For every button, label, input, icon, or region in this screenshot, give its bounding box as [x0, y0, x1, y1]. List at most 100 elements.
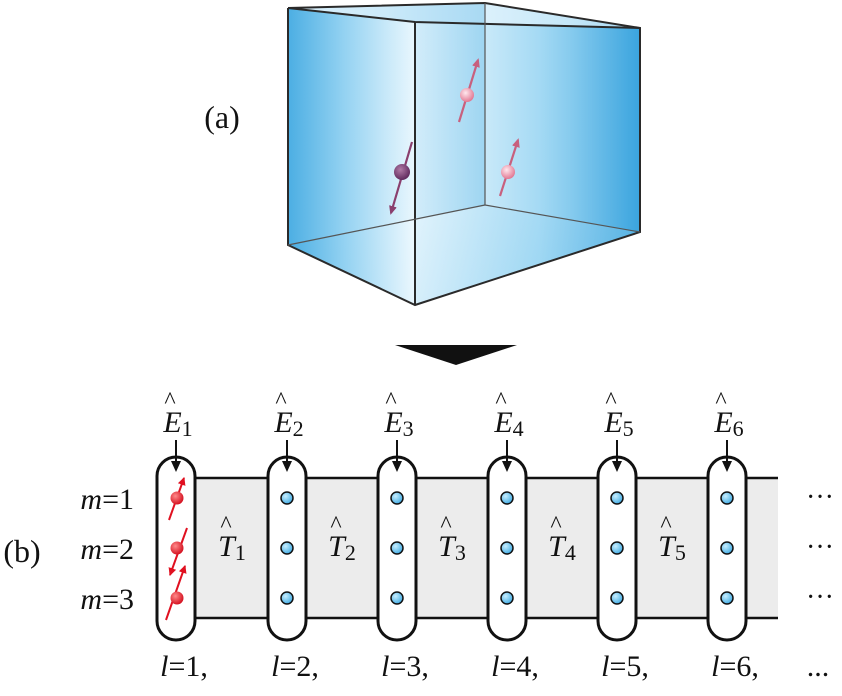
cube-top-face [288, 3, 640, 28]
operator-subscript: 1 [182, 416, 193, 441]
cube-left-face [288, 8, 415, 305]
down-arrow-icon [395, 345, 517, 365]
operator-subscript: 2 [293, 416, 304, 441]
hat-accent: ^ [550, 512, 561, 538]
operator-symbol: E [493, 406, 512, 439]
row-label: m=2 [80, 533, 134, 566]
lattice-site-2 [720, 541, 734, 555]
lattice-site-1 [720, 491, 734, 505]
spin-site-red-2 [170, 541, 184, 555]
site-column-1: E1^l=1, [155, 388, 208, 683]
lattice-site-3 [720, 591, 734, 605]
transfer-subscript: 1 [235, 540, 246, 565]
transfer-symbol: T [438, 530, 457, 563]
index-variable: l [160, 650, 168, 683]
hat-accent: ^ [715, 388, 726, 414]
lattice-site-3 [280, 591, 294, 605]
transfer-subscript: 5 [675, 540, 686, 565]
hat-accent: ^ [220, 512, 231, 538]
site-operator-label: E5 [603, 406, 633, 441]
hat-accent: ^ [385, 388, 396, 414]
spin-up-particle-lower [498, 138, 520, 197]
site-column-2: E2^l=2, [266, 388, 319, 683]
spin-up-particle-upper [457, 58, 480, 123]
lattice-site-2 [500, 541, 514, 555]
site-operator-label: E4 [493, 406, 523, 441]
lattice-site-2 [390, 541, 404, 555]
transfer-operator-label: T1 [218, 530, 246, 565]
transfer-operator-label: T3 [438, 530, 466, 565]
index-variable: l [271, 650, 279, 683]
site-index-label: l=2, [271, 650, 319, 683]
row-ellipsis: ··· [806, 532, 834, 563]
lattice-site-2 [280, 541, 294, 555]
hat-accent: ^ [330, 512, 341, 538]
index-ellipsis: ... [807, 650, 830, 683]
hat-accent: ^ [164, 388, 175, 414]
hat-accent: ^ [660, 512, 671, 538]
lattice-site-3 [390, 591, 404, 605]
transfer-operator-label: T5 [658, 530, 686, 565]
site-index-label: l=1, [160, 650, 208, 683]
operator-symbol: E [162, 406, 181, 439]
lattice-site-1 [390, 491, 404, 505]
lattice-site-2 [610, 541, 624, 555]
spin-site-red-1 [170, 491, 184, 505]
hat-accent: ^ [605, 388, 616, 414]
transfer-subscript: 3 [455, 540, 466, 565]
site-index-label: l=3, [381, 650, 429, 683]
index-variable: l [711, 650, 719, 683]
transfer-subscript: 4 [565, 540, 576, 565]
index-variable: l [601, 650, 609, 683]
transfer-symbol: T [328, 530, 347, 563]
transfer-operator-label: T2 [328, 530, 356, 565]
row-value: =3 [102, 583, 134, 616]
hat-accent: ^ [495, 388, 506, 414]
row-label: m=1 [80, 483, 134, 516]
lattice-site-3 [500, 591, 514, 605]
index-value: =2, [279, 650, 318, 683]
cube-front-face [415, 22, 640, 305]
index-value: =3, [389, 650, 428, 683]
site-index-label: l=6, [711, 650, 759, 683]
index-value: =1, [168, 650, 207, 683]
row-variable: m [80, 533, 102, 566]
lattice-site-1 [610, 491, 624, 505]
transfer-operator-label: T4 [548, 530, 576, 565]
row-ellipsis: ··· [806, 582, 834, 613]
row-variable: m [80, 483, 102, 516]
index-variable: l [381, 650, 389, 683]
hat-accent: ^ [275, 388, 286, 414]
operator-subscript: 4 [513, 416, 524, 441]
panel-a-label: (a) [204, 99, 240, 135]
cube-edges [287, 1, 641, 307]
site-operator-label: E1 [162, 406, 192, 441]
site-index-label: l=4, [491, 650, 539, 683]
operator-symbol: E [603, 406, 622, 439]
transfer-symbol: T [218, 530, 237, 563]
spin-down-particle [389, 141, 414, 215]
site-column-4: E4^l=4, [486, 388, 539, 683]
row-label: m=3 [80, 583, 134, 616]
index-value: =4, [499, 650, 538, 683]
site-operator-label: E3 [383, 406, 413, 441]
site-column-6: E6 ^ l=6, [706, 388, 759, 683]
index-value: =5, [609, 650, 648, 683]
lattice-site-1 [500, 491, 514, 505]
lattice-site-1 [280, 491, 294, 505]
operator-subscript: 3 [403, 416, 414, 441]
operator-symbol: E [383, 406, 402, 439]
operator-symbol: E [713, 406, 732, 439]
row-ellipsis: ··· [806, 482, 834, 513]
operator-subscript: 5 [623, 416, 634, 441]
spin-site-red-3 [170, 591, 184, 605]
hat-accent: ^ [440, 512, 451, 538]
transfer-subscript: 2 [345, 540, 356, 565]
operator-symbol: E [273, 406, 292, 439]
row-value: =2 [102, 533, 134, 566]
site-index-label: l=5, [601, 650, 649, 683]
transfer-symbol: T [658, 530, 677, 563]
operator-subscript: 6 [733, 416, 744, 441]
site-operator-label: E2 [273, 406, 303, 441]
